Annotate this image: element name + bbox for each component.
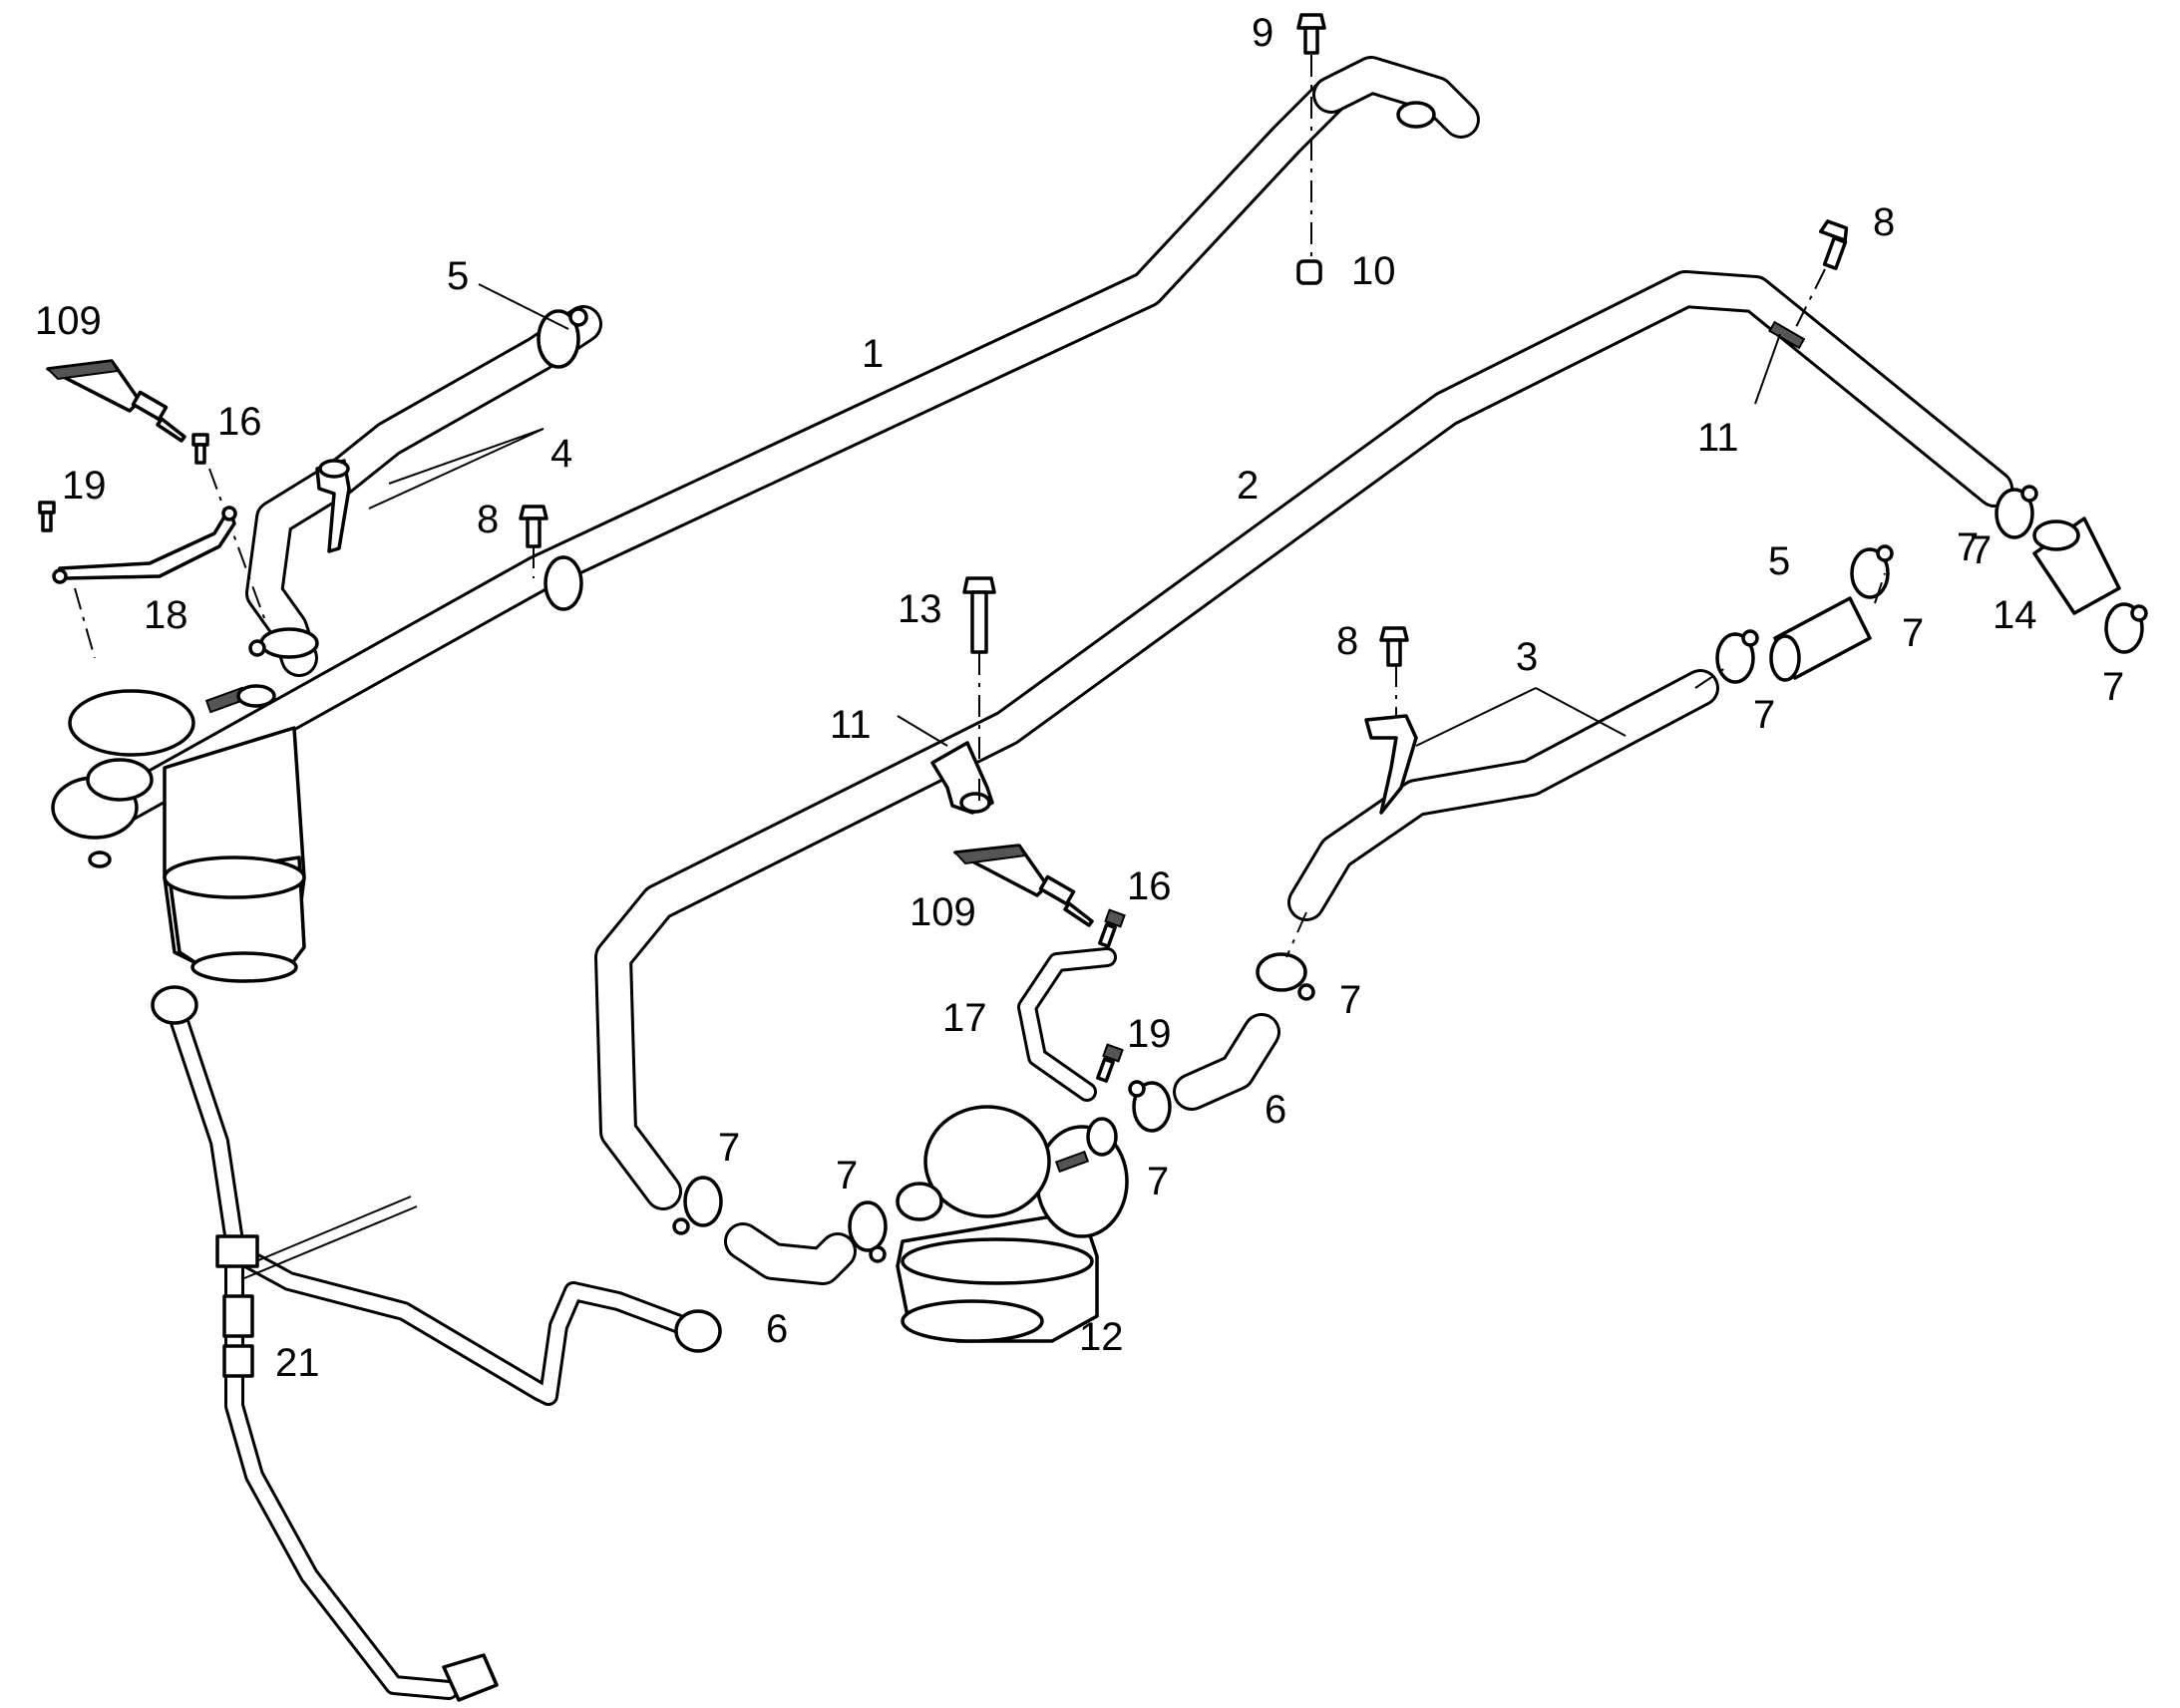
leader-lines [368,283,1781,747]
callout-5: 5 [447,254,469,298]
callout-14: 14 [1993,593,2037,637]
callout-7: 7 [1970,528,1992,572]
nut-10 [1296,259,1322,285]
short-hose-6-bottom [724,1222,857,1285]
screws [38,433,1126,1083]
callout-13: 13 [898,587,942,631]
hose-clamp [848,1200,888,1263]
callout-labels: 1 2 3 4 5 5 6 6 7 7 7 7 7 7 7 7 7 8 8 8 … [35,11,2124,1385]
callout-18: 18 [144,593,188,637]
callout-3: 3 [1516,635,1538,679]
connector-14 [2032,516,2121,615]
bolt-8-right [1818,219,1849,270]
screw-19-left [38,501,56,532]
hose-clamp [1715,629,1759,684]
hose-clamp [1128,1080,1172,1133]
bolt-8-left [519,505,548,548]
assembly-lines [74,55,1886,958]
left-housing [51,684,306,983]
short-hose-6-right [1173,1013,1280,1111]
hose-4 [245,305,602,677]
callout-12: 12 [1079,1315,1124,1359]
hose-clip-17 [1017,947,1117,1102]
hose-clamp [672,1176,723,1235]
bolt-13 [962,576,996,654]
callout-8: 8 [1336,619,1358,663]
bolt-9 [1296,13,1326,55]
callout-2: 2 [1237,464,1259,508]
hose-clamp [1995,485,2038,539]
bracket-11-middle [930,741,994,815]
hose-clamp [544,555,583,611]
callout-7: 7 [718,1126,740,1170]
callout-7: 7 [1339,978,1361,1022]
hose-clip-18 [52,506,237,584]
callout-4: 4 [550,432,572,476]
fuel-line-21 [151,985,722,1702]
callout-7: 7 [1957,525,1979,569]
callout-7: 7 [1902,611,1924,655]
sealant-tube-right [952,844,1094,927]
callout-1: 1 [862,332,884,376]
callout-7: 7 [836,1154,858,1197]
callout-16: 16 [1127,864,1172,908]
screw-16-right [1098,908,1126,948]
callout-19: 19 [1127,1012,1172,1056]
sealant-tube-left [45,359,186,443]
hose-clamp [1256,952,1315,1001]
callout-21: 21 [275,1341,320,1385]
callout-6: 6 [1265,1088,1286,1132]
screw-16-left [191,433,209,465]
bolts [519,13,1849,667]
callout-11: 11 [1697,416,1739,460]
callout-11: 11 [830,703,872,747]
callout-10: 10 [1351,249,1396,293]
bolt-8-middle [1379,626,1409,667]
pipe-end-top [1312,56,1480,139]
callout-9: 9 [1252,11,1273,55]
housing-12 [896,1105,1129,1343]
hose-clamp [1850,544,1894,599]
callout-5: 5 [1768,539,1790,583]
hose-1 [91,76,1350,832]
callout-7: 7 [1753,693,1775,737]
callout-109: 109 [35,299,102,343]
callout-6: 6 [766,1307,788,1351]
hose-clamp [248,627,319,659]
callout-7: 7 [2102,665,2124,709]
hose-clamp [537,307,588,369]
clamps [248,307,2148,1263]
callout-8: 8 [477,498,499,541]
hose-3 [1287,669,1719,921]
callout-17: 17 [942,996,987,1040]
connector-5 [1769,596,1872,682]
screw-19-right [1096,1043,1124,1083]
callout-7: 7 [1147,1160,1169,1203]
callout-19: 19 [62,464,107,508]
hose-2 [594,270,2013,1210]
callout-109: 109 [909,890,976,934]
callout-8: 8 [1873,200,1895,244]
bracket-11-top [1768,320,1806,350]
callout-16: 16 [217,400,262,444]
hose-clamp [2104,602,2148,654]
